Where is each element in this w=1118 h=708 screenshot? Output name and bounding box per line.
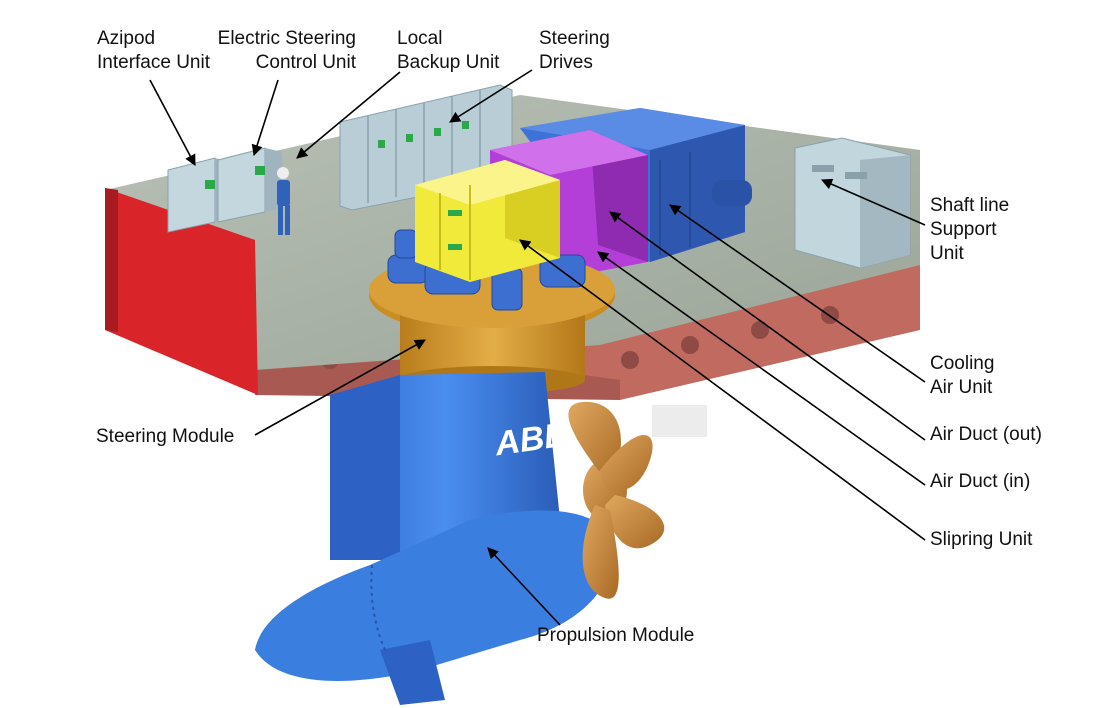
label-cooling-air-unit: Cooling Air Unit [930, 352, 994, 400]
label-line: Backup Unit [397, 52, 500, 73]
shaft-line-support-cabinet [794, 137, 911, 269]
label-propulsion-module: Propulsion Module [537, 625, 695, 646]
operator-figure [277, 167, 290, 235]
label-line: Control Unit [255, 52, 356, 73]
label-line: Steering [539, 28, 610, 49]
leader-local-backup [296, 71, 401, 159]
label-line: Azipod [97, 28, 156, 49]
label-air-duct-in: Air Duct (in) [930, 471, 1031, 492]
hull-side-wall [105, 188, 258, 395]
label-slipring-unit: Slipring Unit [930, 529, 1033, 550]
leader-azipod-interface [149, 79, 196, 166]
label-shaft-line-support-unit: Shaft line Support Unit [930, 194, 1009, 266]
label-line: Electric Steering [217, 28, 356, 49]
label-line: Support [930, 219, 997, 240]
propeller [568, 401, 665, 599]
leader-air-duct-out [609, 211, 926, 441]
leader-electric-steering [251, 79, 279, 157]
label-steering-module: Steering Module [96, 426, 235, 447]
label-line: Air Unit [930, 377, 993, 398]
label-line: Drives [539, 52, 593, 73]
label-line: Cooling [930, 353, 995, 374]
leader-slipring [519, 239, 926, 541]
label-line: Interface Unit [97, 52, 210, 73]
leader-steering-module [254, 339, 426, 436]
leader-steering-drives [449, 69, 533, 123]
label-electric-steering-control-unit: Electric Steering Control Unit [208, 27, 356, 75]
label-azipod-interface-unit: Azipod Interface Unit [97, 27, 210, 75]
leader-shaft-line [820, 178, 926, 226]
background-patch [652, 405, 707, 437]
leader-propulsion-module [487, 547, 561, 626]
label-air-duct-out: Air Duct (out) [930, 424, 1042, 445]
leader-air-duct-in [597, 251, 926, 486]
slipring-unit [415, 160, 560, 282]
label-line: Local [397, 28, 443, 49]
leader-lines [149, 69, 926, 626]
label-line: Unit [930, 243, 964, 264]
pod-strut [330, 372, 560, 560]
label-line: Shaft line [930, 195, 1010, 216]
leader-cooling-air [669, 204, 926, 383]
label-local-backup-unit: Local Backup Unit [397, 27, 499, 75]
label-steering-drives: Steering Drives [539, 27, 610, 75]
propulsion-module [255, 510, 612, 705]
